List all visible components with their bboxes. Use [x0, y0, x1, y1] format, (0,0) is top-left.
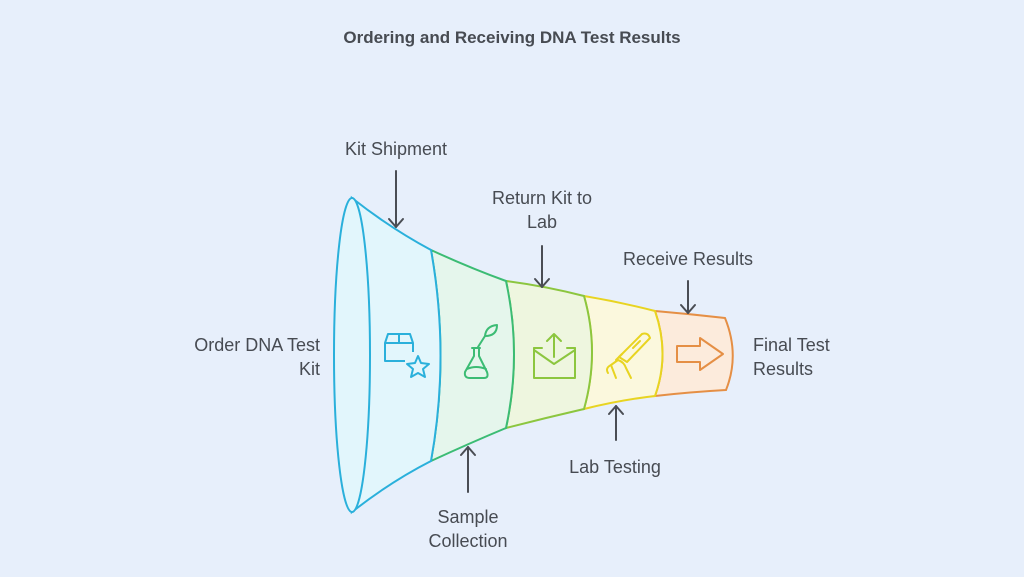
- funnel-mouth: [333, 197, 371, 513]
- flask-plant-icon: [463, 324, 498, 379]
- arrow-sample-collection: [460, 446, 476, 493]
- arrow-receive-results: [680, 280, 696, 314]
- label-receive-results: Receive Results: [600, 247, 776, 271]
- arrow-right-icon: [676, 337, 724, 371]
- arrow-lab-testing: [608, 405, 624, 441]
- label-lab-testing: Lab Testing: [540, 455, 690, 479]
- label-return-kit-to-lab: Return Kit to Lab: [460, 186, 624, 234]
- label-line: Results: [753, 359, 814, 379]
- label-order-dna-test-kit: Order DNA Test Kit: [150, 333, 320, 381]
- label-line: Kit: [298, 359, 320, 379]
- funnel-segment-sample-collection: [429, 248, 515, 463]
- diagram-title: Ordering and Receiving DNA Test Results: [343, 28, 681, 47]
- label-line: Lab: [526, 212, 558, 232]
- label-line: Collection: [428, 531, 508, 551]
- arrow-return-kit: [534, 245, 550, 288]
- label-line: Sample: [437, 507, 499, 527]
- label-line: Return Kit to: [491, 188, 593, 208]
- label-line: Order DNA Test: [194, 335, 320, 355]
- label-sample-collection: Sample Collection: [398, 505, 538, 553]
- mail-upload-icon: [533, 333, 576, 379]
- label-line: Final Test: [753, 335, 830, 355]
- label-line: Kit Shipment: [344, 139, 448, 159]
- box-star-icon: [384, 333, 430, 378]
- test-hand-icon: [606, 332, 651, 379]
- label-kit-shipment: Kit Shipment: [316, 137, 476, 161]
- funnel-segment-return-kit: [504, 279, 593, 430]
- label-final-test-results: Final Test Results: [753, 333, 873, 381]
- label-line: Lab Testing: [569, 457, 661, 477]
- arrow-kit-shipment: [388, 170, 404, 228]
- label-line: Receive Results: [622, 249, 754, 269]
